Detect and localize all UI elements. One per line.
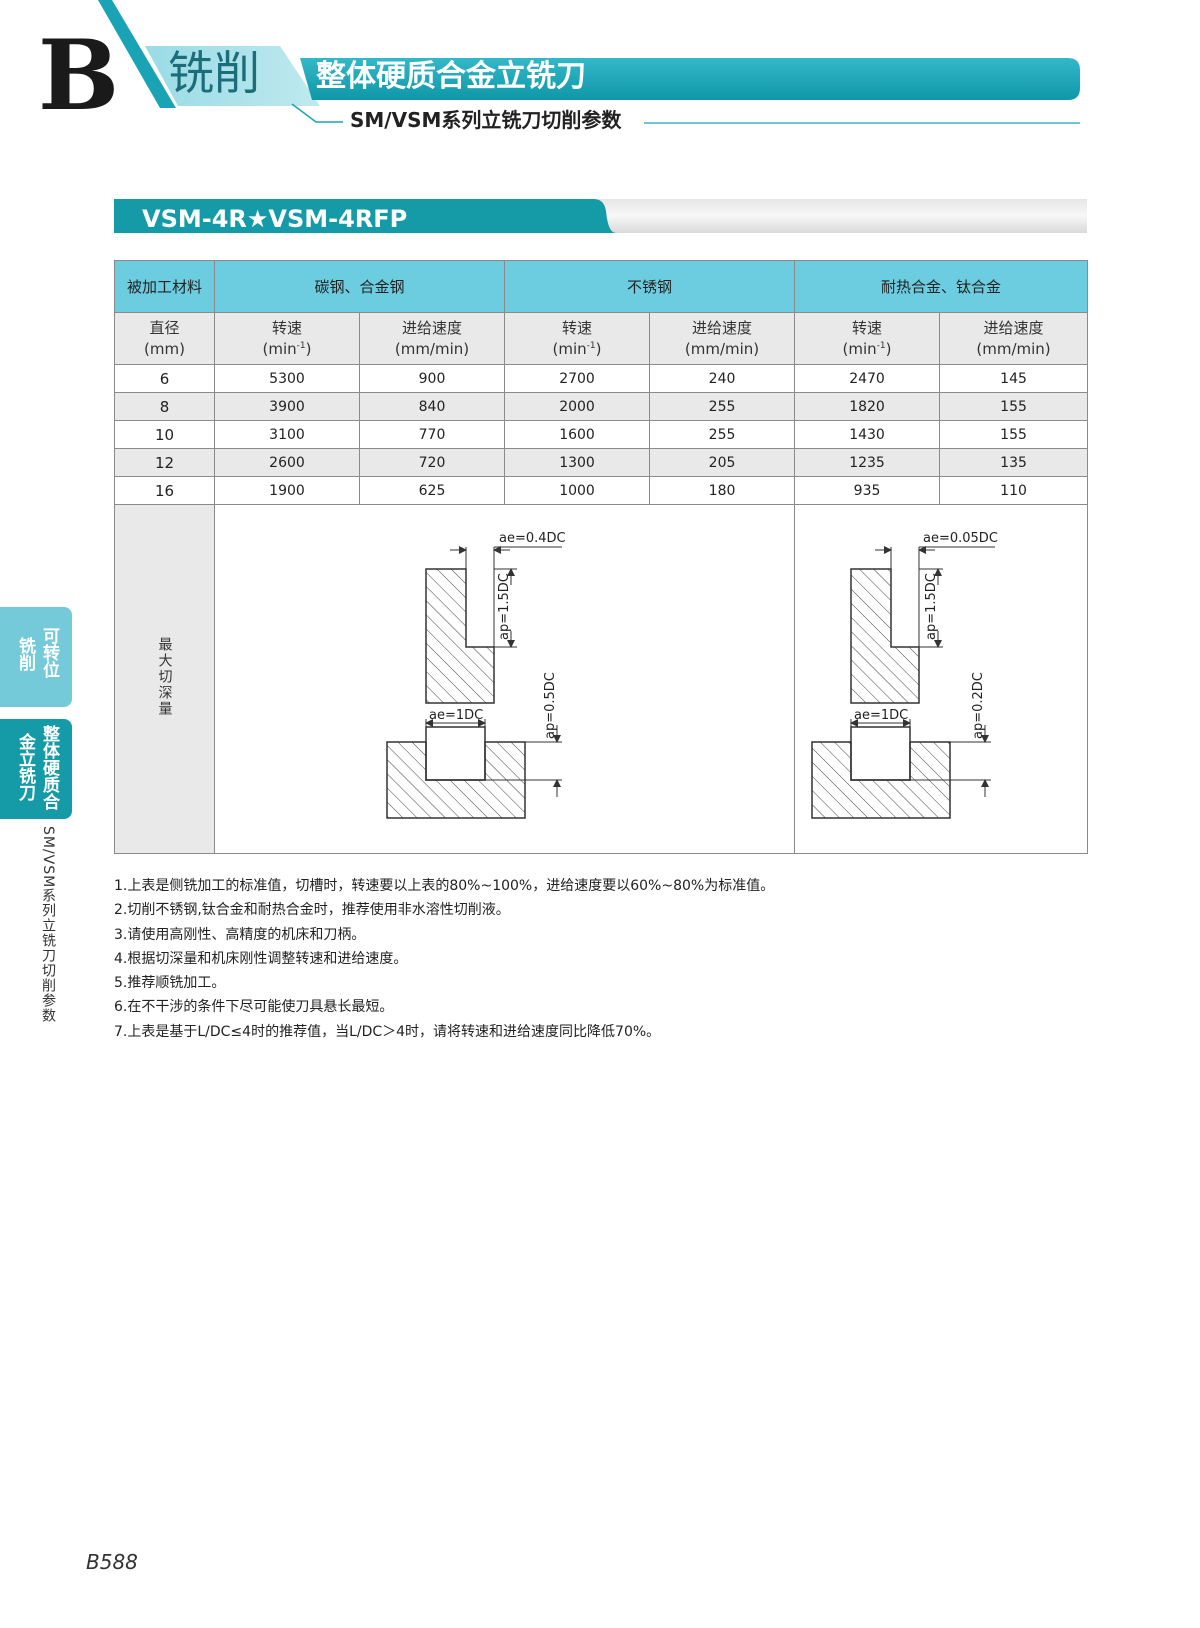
diameter-cell: 8 (114, 392, 215, 421)
note-item: 1.上表是侧铣加工的标准值，切槽时，转速要以上表的80%~100%，进给速度要以… (114, 878, 775, 894)
side-tab-solid-carbide-endmill[interactable]: 整体硬质合 金立铣刀 (0, 719, 72, 819)
header-decoration (98, 0, 1080, 124)
series-title: VSM-4R★VSM-4RFP (142, 205, 408, 233)
speed-header: 转速(min-1) (214, 312, 360, 365)
diameter-cell: 12 (114, 448, 215, 477)
table-cell: 155 (939, 420, 1089, 449)
diameter-cell: 10 (114, 420, 215, 449)
table-row: 12 2600 720 1300 205 1235 135 (114, 448, 1089, 477)
ae-slot-label: ae=1DC (429, 708, 483, 723)
table-cell: 900 (358, 364, 506, 393)
section-title: 铣削 (168, 46, 260, 100)
table-cell: 3100 (214, 420, 360, 449)
ae-side-label: ae=0.4DC (499, 531, 566, 546)
group-carbon-steel: 碳钢、合金钢 (213, 260, 506, 313)
note-item: 2.切削不锈钢,钛合金和耐热合金时，推荐使用非水溶性切削液。 (114, 902, 510, 919)
ap-slot-label: ap=0.5DC (543, 672, 558, 739)
note-item: 3.请使用高刚性、高精度的机床和刀柄。 (114, 926, 366, 943)
table-cell: 935 (794, 476, 941, 505)
table-cell: 1600 (504, 420, 651, 449)
table-cell: 770 (358, 420, 506, 449)
table-cell: 2000 (504, 392, 651, 421)
table-cell: 180 (649, 476, 796, 505)
table-cell: 720 (358, 448, 506, 477)
table-row: 10 3100 770 1600 255 1430 155 (114, 420, 1089, 449)
page-subtitle: SM/VSM系列立铣刀切削参数 (350, 108, 622, 132)
group-heat-resistant-titanium: 耐热合金、钛合金 (794, 260, 1089, 313)
diameter-cell: 16 (114, 476, 215, 505)
table-cell: 2700 (504, 364, 651, 393)
note-item: 4.根据切深量和机床刚性调整转速和进给速度。 (114, 950, 408, 967)
feed-header: 进给速度(mm/min) (358, 312, 506, 365)
side-vertical-label: SM/VSM系列立铣刀切削参数 (40, 826, 56, 1024)
diagram-cell-left: ae=0.4DC ap=1.5DC ae=1DC ap=0.5DC (213, 504, 796, 854)
ae-side-label: ae=0.05DC (923, 531, 998, 546)
series-banner (114, 199, 1087, 233)
material-header: 被加工材料 (114, 260, 215, 313)
side-tab-label: 金立铣刀 (15, 733, 35, 801)
table-cell: 110 (939, 476, 1089, 505)
cutting-depth-diagram-left: ae=0.4DC ap=1.5DC ae=1DC ap=0.5DC (386, 531, 566, 819)
side-tab-label: 整体硬质合 (39, 725, 59, 810)
side-tab-label: 铣削 (15, 637, 35, 671)
table-cell: 240 (649, 364, 796, 393)
speed-header: 转速(min-1) (504, 312, 651, 365)
table-cell: 3900 (214, 392, 360, 421)
cutting-parameters-table: 被加工材料 碳钢、合金钢 不锈钢 耐热合金、钛合金 直径(mm) 转速(min-… (114, 260, 1089, 854)
table-cell: 255 (649, 420, 796, 449)
page-heading: 整体硬质合金立铣刀 (316, 59, 586, 94)
notes-list: 1.上表是侧铣加工的标准值，切槽时，转速要以上表的80%~100%，进给速度要以… (114, 874, 774, 1044)
table-cell: 840 (358, 392, 506, 421)
speed-header: 转速(min-1) (794, 312, 941, 365)
table-row: 16 1900 625 1000 180 935 110 (114, 476, 1089, 505)
diameter-cell: 6 (114, 364, 215, 393)
ae-slot-label: ae=1DC (854, 708, 908, 723)
section-letter: B (38, 19, 120, 132)
table-cell: 2600 (214, 448, 360, 477)
table-cell: 255 (649, 392, 796, 421)
table-row: 8 3900 840 2000 255 1820 155 (114, 392, 1089, 421)
table-cell: 1820 (794, 392, 941, 421)
ap-slot-label: ap=0.2DC (971, 672, 986, 739)
note-item: 5.推荐顺铣加工。 (114, 975, 226, 992)
table-cell: 1900 (214, 476, 360, 505)
diameter-header: 直径(mm) (114, 312, 215, 365)
feed-header: 进给速度(mm/min) (649, 312, 796, 365)
table-cell: 625 (358, 476, 506, 505)
depth-label-cell: 最大切深量 (114, 504, 215, 854)
group-stainless-steel: 不锈钢 (504, 260, 796, 313)
table-cell: 1000 (504, 476, 651, 505)
table-cell: 5300 (214, 364, 360, 393)
table-cell: 1235 (794, 448, 941, 477)
diagram-cell-right: ae=0.05DC ap=1.5DC ae=1DC ap=0.2DC (794, 504, 1089, 854)
table-cell: 2470 (794, 364, 941, 393)
table-cell: 155 (939, 392, 1089, 421)
feed-header: 进给速度(mm/min) (939, 312, 1089, 365)
ap-side-label: ap=1.5DC (497, 573, 512, 640)
side-tab-indexable-milling[interactable]: 可转位 铣削 (0, 607, 72, 707)
ap-side-label: ap=1.5DC (924, 573, 939, 640)
cutting-depth-diagram-right: ae=0.05DC ap=1.5DC ae=1DC ap=0.2DC (811, 531, 998, 819)
note-item: 6.在不干涉的条件下尽可能使刀具悬长最短。 (114, 999, 394, 1016)
side-tab-label: 可转位 (39, 627, 59, 678)
table-cell: 1430 (794, 420, 941, 449)
max-depth-label: 最大切深量 (156, 637, 173, 717)
table-cell: 135 (939, 448, 1089, 477)
page-number: B588 (86, 1550, 138, 1574)
table-cell: 1300 (504, 448, 651, 477)
table-cell: 145 (939, 364, 1089, 393)
table-cell: 205 (649, 448, 796, 477)
table-row: 6 5300 900 2700 240 2470 145 (114, 364, 1089, 393)
note-item: 7.上表是基于L/DC≤4时的推荐值，当L/DC＞4时，请将转速和进给速度同比降… (114, 1023, 661, 1040)
